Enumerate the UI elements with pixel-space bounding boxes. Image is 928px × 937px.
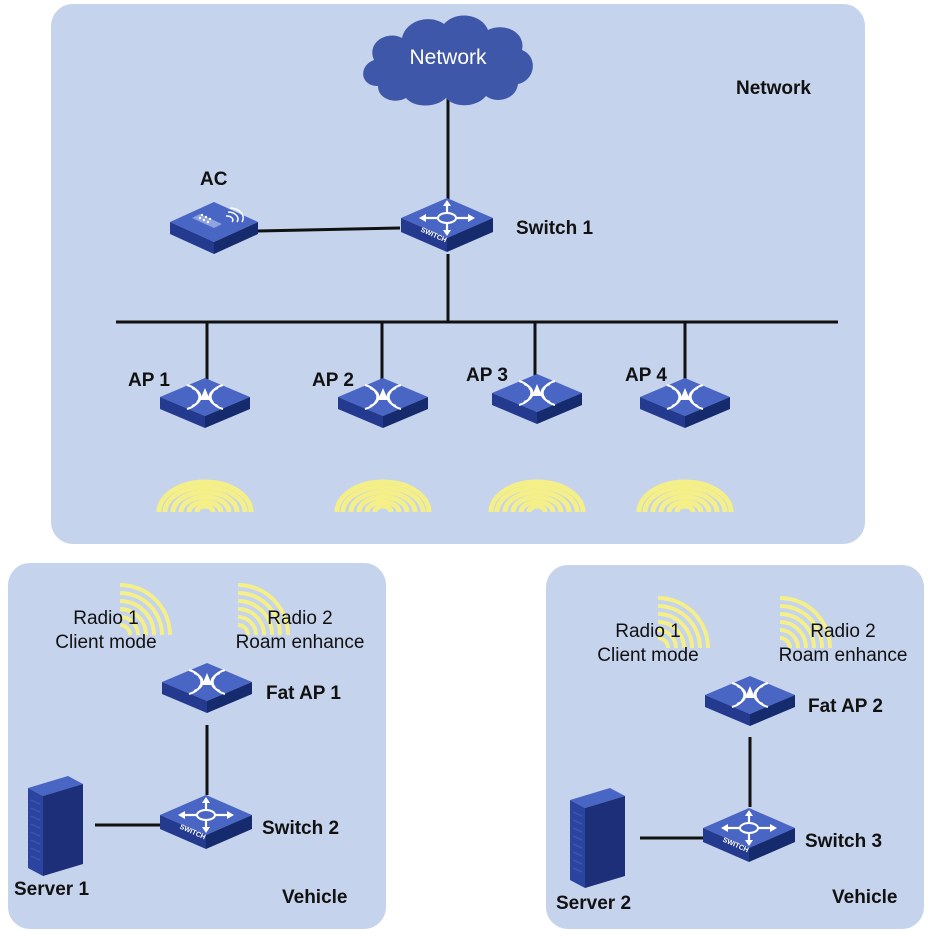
ap3-label: AP 3 bbox=[466, 365, 508, 386]
ap1-label: AP 1 bbox=[128, 370, 170, 391]
v1-radio1-line2: Client mode bbox=[55, 632, 156, 653]
fatap1-label: Fat AP 1 bbox=[266, 683, 341, 704]
v2-radio1-line1: Radio 1 bbox=[615, 621, 681, 642]
fatap2-label: Fat AP 2 bbox=[808, 696, 883, 717]
v2-radio2-line1: Radio 2 bbox=[810, 621, 876, 642]
network-cloud-icon: Network bbox=[363, 15, 533, 106]
vehicle1-zone bbox=[8, 563, 386, 929]
v1-radio2-line1: Radio 2 bbox=[267, 608, 333, 629]
ac-label: AC bbox=[200, 169, 228, 190]
ap2-label: AP 2 bbox=[312, 370, 354, 391]
server2-icon bbox=[569, 787, 626, 889]
switch2-label: Switch 2 bbox=[262, 818, 339, 839]
network-zone-label: Network bbox=[736, 78, 811, 99]
links bbox=[95, 98, 838, 840]
ap4-label: AP 4 bbox=[625, 365, 667, 386]
ac-icon bbox=[170, 202, 258, 254]
v1-radio2-line2: Roam enhance bbox=[236, 632, 365, 653]
vehicle2-label: Vehicle bbox=[832, 887, 898, 908]
switch3-label: Switch 3 bbox=[805, 831, 882, 852]
v1-radio1-line1: Radio 1 bbox=[73, 608, 139, 629]
cloud-label: Network bbox=[409, 46, 487, 69]
switch1-label: Switch 1 bbox=[516, 218, 594, 239]
server1-icon bbox=[27, 775, 84, 877]
vehicle1-label: Vehicle bbox=[282, 887, 348, 908]
server1-label: Server 1 bbox=[14, 879, 89, 900]
v2-radio2-line2: Roam enhance bbox=[779, 645, 908, 666]
v2-radio1-line2: Client mode bbox=[597, 645, 698, 666]
server2-label: Server 2 bbox=[556, 893, 631, 914]
